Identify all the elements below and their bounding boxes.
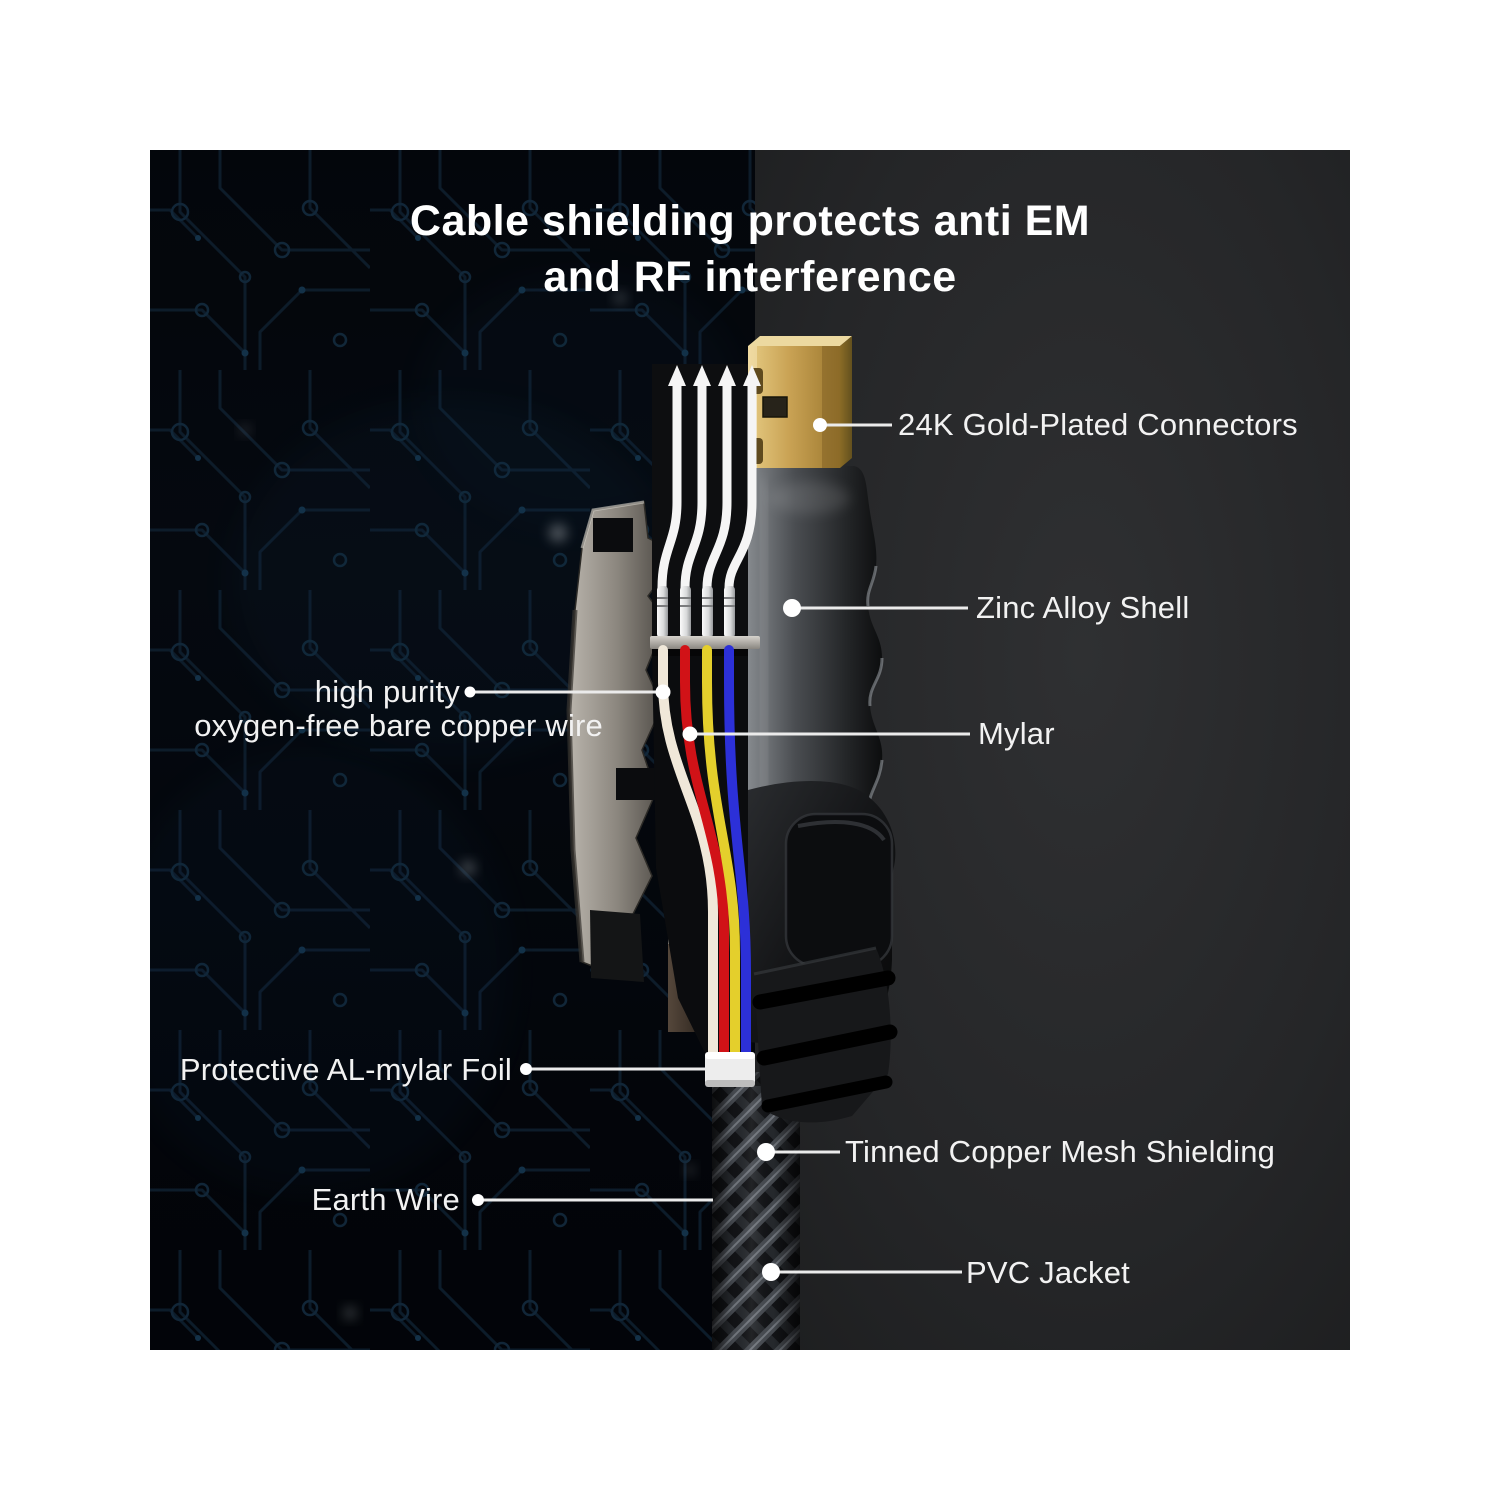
label-gold-plated-connectors: 24K Gold-Plated Connectors bbox=[898, 407, 1298, 442]
wire-copper-white bbox=[658, 645, 718, 1063]
al-mylar-foil-band bbox=[705, 1052, 755, 1087]
dot-copper-text bbox=[464, 686, 476, 698]
dot-mesh bbox=[757, 1143, 775, 1161]
callout-leaders bbox=[470, 423, 970, 1274]
title-line-2: and RF interference bbox=[543, 253, 957, 301]
dot-earth-text bbox=[472, 1194, 484, 1206]
title-line-1: Cable shielding protects anti EM bbox=[409, 197, 1091, 245]
page-title: Cable shielding protects anti EM and RF … bbox=[150, 193, 1350, 305]
label-al-mylar-foil: Protective AL-mylar Foil bbox=[179, 1052, 512, 1087]
bokeh-specks bbox=[240, 292, 695, 1319]
wire-red bbox=[680, 645, 729, 1063]
gold-connector bbox=[748, 336, 852, 468]
ribbon-wires bbox=[657, 382, 757, 589]
dot-foil-text bbox=[520, 1063, 532, 1075]
label-mylar: Mylar bbox=[978, 716, 1055, 751]
dot-pvc bbox=[762, 1263, 780, 1281]
strain-relief-boot bbox=[752, 946, 898, 1123]
label-earth-wire: Earth Wire bbox=[311, 1182, 460, 1217]
clamp-bar bbox=[650, 636, 760, 649]
wire-blue bbox=[724, 645, 751, 1063]
dot-copper-wire bbox=[655, 684, 671, 700]
hdmi-cable-cutaway-figure bbox=[150, 150, 1350, 1350]
label-pvc-jacket: PVC Jacket bbox=[966, 1255, 1130, 1290]
label-zinc-alloy-shell: Zinc Alloy Shell bbox=[976, 590, 1190, 625]
dot-mylar bbox=[682, 726, 698, 742]
inner-wires bbox=[658, 645, 751, 1063]
wire-yellow bbox=[702, 645, 740, 1063]
cable-cutaway-art bbox=[150, 150, 1350, 1350]
label-copper-wire-line2: oxygen-free bare copper wire bbox=[194, 708, 603, 743]
callout-dots bbox=[464, 418, 827, 1281]
label-copper-mesh-shielding: Tinned Copper Mesh Shielding bbox=[845, 1134, 1276, 1169]
ribbon-arrowheads bbox=[668, 365, 761, 386]
zinc-alloy-shell bbox=[748, 466, 884, 822]
dot-gold bbox=[813, 418, 827, 432]
dot-zinc bbox=[783, 599, 801, 617]
label-copper-wire-line1: high purity bbox=[314, 674, 460, 709]
